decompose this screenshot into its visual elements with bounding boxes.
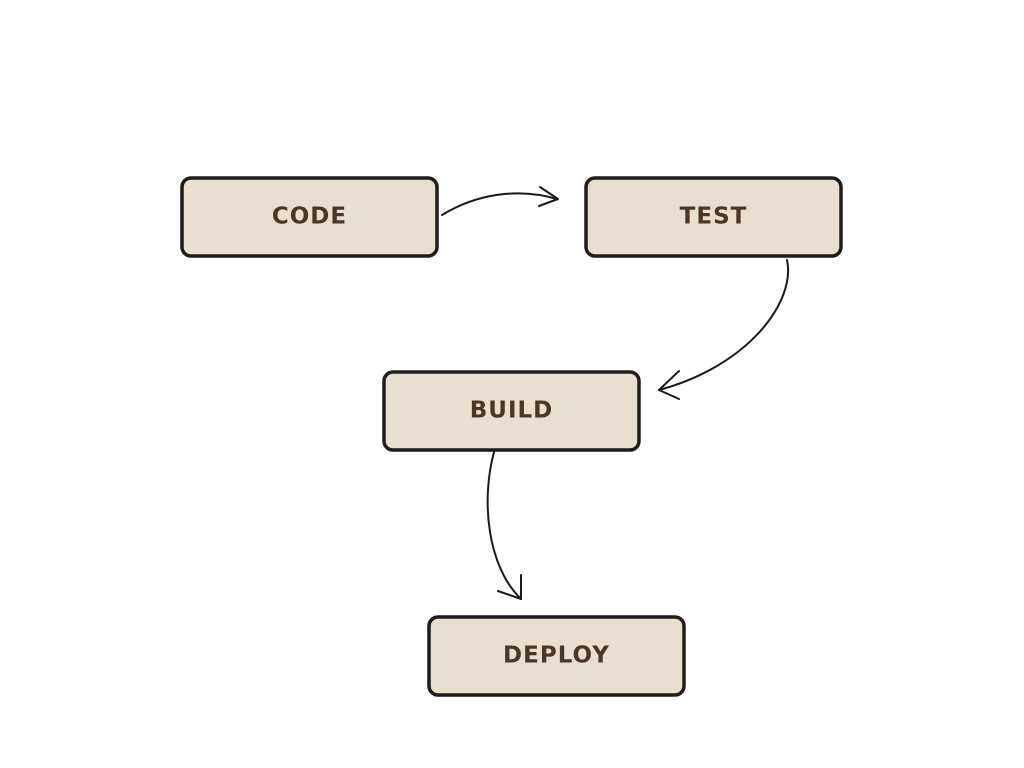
edge-code-to-test [441,186,559,216]
node-test-label: TEST [680,204,748,230]
node-deploy-label: DEPLOY [503,643,610,669]
edge-test-to-build-line [658,259,790,391]
node-build-label: BUILD [470,398,554,424]
edge-code-to-test-arrowhead [538,186,559,207]
node-code-box [180,176,439,258]
edge-build-to-deploy-arrowhead [497,574,522,600]
node-deploy-box [427,615,686,697]
edge-build-to-deploy [486,451,522,600]
node-test-box [584,176,843,258]
node-build: BUILD [382,370,641,452]
node-test: TEST [584,176,843,258]
node-build-box [382,370,641,452]
edge-test-to-build [658,259,790,400]
node-deploy: DEPLOY [427,615,686,697]
edge-test-to-build-arrowhead [658,370,680,400]
edge-code-to-test-line [441,192,558,216]
node-code: CODE [180,176,439,258]
node-code-label: CODE [272,204,347,230]
edge-build-to-deploy-line [486,451,522,600]
